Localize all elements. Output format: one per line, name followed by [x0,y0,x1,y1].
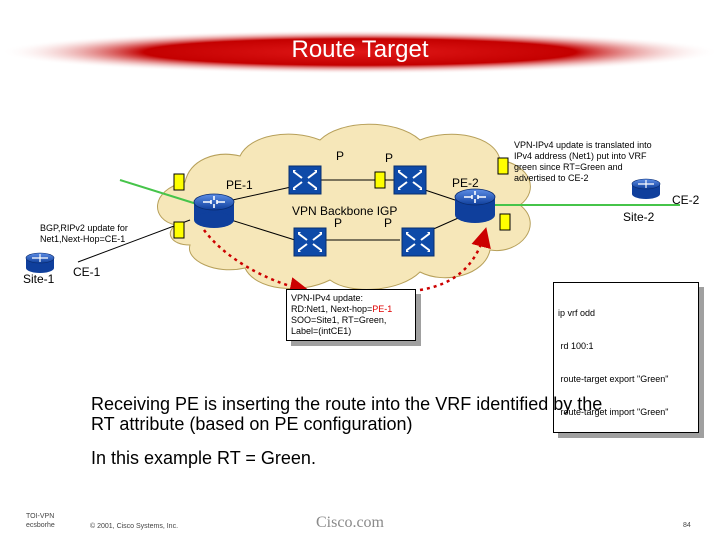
body-line-2: RT attribute (based on PE configuration) [91,414,413,434]
slide-title: Route Target [291,36,429,63]
p-label: P [384,216,393,230]
p-label: P [385,151,394,165]
course-id: TOI-VPN [26,513,55,520]
ce2-label: CE-2 [672,193,700,207]
site2-label: Site-2 [623,210,655,224]
copyright: © 2001, Cisco Systems, Inc. [90,523,179,530]
switch-icon [293,227,327,257]
switch-icon [401,227,435,257]
backbone-label: VPN Backbone IGP [292,204,398,218]
vrf-key-icon [374,171,386,189]
vrf-key-icon [173,173,185,191]
body-line-3: In this example RT = Green. [91,448,316,468]
pe1-label: PE-1 [226,178,253,192]
link-pe1-ce1 [77,219,191,263]
p-label: P [334,216,343,230]
router-icon [454,188,496,224]
translated-note: VPN-IPv4 update is translated into IPv4 … [514,140,652,183]
bgp-update-note: BGP,RIPv2 update for Net1,Next-Hop=CE-1 [40,223,128,244]
switch-icon [393,165,427,195]
vpn-update-box: VPN-IPv4 update: RD:Net1, Next-hop=PE-1 … [286,289,416,341]
switch-icon [288,165,322,195]
router-icon [193,193,235,229]
update-arrow-right [419,227,491,292]
title-bar [0,30,720,74]
vrf-config-box: ip vrf odd rd 100:1 route-target export … [553,282,699,433]
vrf-green-link [119,179,201,206]
author-id: ecsborhe [26,522,55,529]
page-number: 84 [683,522,691,529]
p-label: P [336,149,345,163]
cisco-logo: Cisco.com [316,514,384,531]
router-icon [25,252,55,274]
pe1-highlight: PE-1 [372,304,393,314]
update-arrow-left [202,229,310,297]
ce1-label: CE-1 [73,265,101,279]
vrf-key-icon [173,221,185,239]
body-line-1: Receiving PE is inserting the route into… [91,394,603,414]
vrf-key-icon [497,157,509,175]
site1-label: Site-1 [23,272,55,286]
vrf-key-icon [499,213,511,231]
pe2-label: PE-2 [452,176,479,190]
